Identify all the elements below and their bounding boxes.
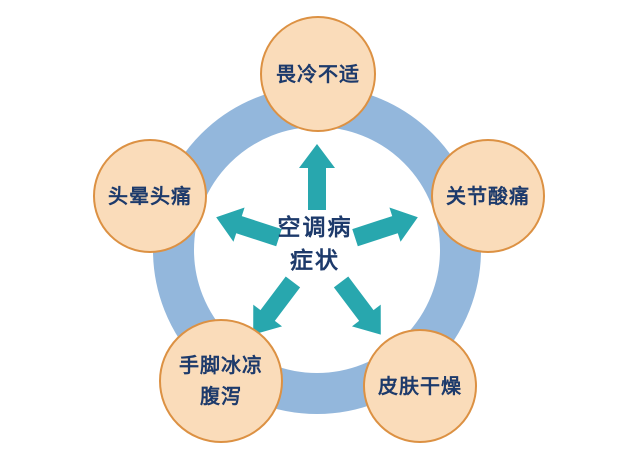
center-label-line2: 症状: [290, 248, 340, 275]
node-right: 关节酸痛: [431, 139, 545, 253]
node-bottom-left-label-line1: 手脚冰凉: [179, 353, 263, 377]
node-right-label: 关节酸痛: [446, 183, 530, 208]
node-left-label: 头晕头痛: [108, 183, 192, 208]
node-bottom-left: 手脚冰凉 腹泻: [159, 319, 283, 443]
node-top: 畏冷不适: [260, 16, 376, 132]
center-label: 空调病 症状: [255, 212, 375, 279]
node-bottom-right: 皮肤干燥: [363, 329, 477, 443]
node-bottom-left-label-line2: 腹泻: [200, 384, 242, 408]
center-label-line1: 空调病: [277, 215, 353, 241]
node-bottom-right-label: 皮肤干燥: [378, 373, 462, 398]
node-left: 头晕头痛: [93, 139, 207, 253]
node-top-label: 畏冷不适: [276, 61, 360, 86]
